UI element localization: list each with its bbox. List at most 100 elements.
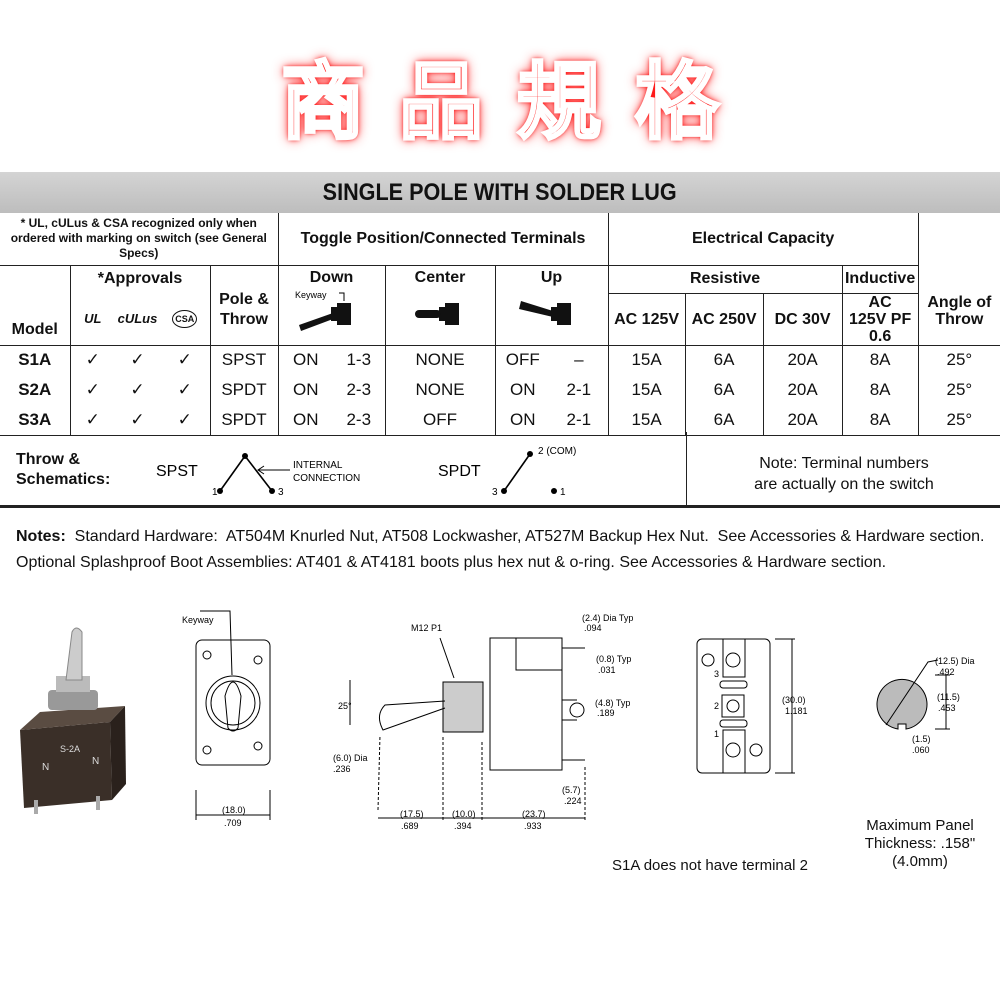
note-line-1: Notes: Standard Hardware: AT504M Knurled… <box>16 524 984 550</box>
terminal-note-text: Note: Terminal numbers are actually on t… <box>754 455 934 493</box>
dim-label: .933 <box>524 821 542 831</box>
terminal-label: 2 <box>714 701 719 711</box>
page-title: 商品規格 <box>279 52 753 153</box>
ac125-cell: 15A <box>607 375 686 405</box>
model-cell: S2A <box>18 380 52 399</box>
dc30-cell: 20A <box>762 405 843 436</box>
dim-label: .453 <box>938 703 956 713</box>
dim-label: (30.0) <box>782 695 806 705</box>
dim-label: .031 <box>598 665 616 675</box>
ac250-cell: 6A <box>684 345 764 375</box>
photo-mark: N <box>42 762 49 773</box>
up-cell: ON <box>494 405 551 436</box>
ac125-cell: 15A <box>607 345 686 375</box>
dim-label: (4.8) Typ <box>595 698 630 708</box>
ac250-header: AC 250V <box>684 293 764 346</box>
ul-logo-icon: UL <box>84 310 102 326</box>
culus-logo-icon: cULus <box>117 310 158 326</box>
model-header: Model <box>0 265 70 346</box>
center-label: Center <box>414 268 466 286</box>
up-terminals-cell: 2-1 <box>566 380 592 399</box>
down-cell: ON <box>277 345 334 375</box>
ul-check: ✓ <box>69 375 115 405</box>
angle-header: Angle of Throw <box>917 265 1000 346</box>
csa-mark-cell: CSA <box>160 293 210 346</box>
center-header: Center <box>384 265 496 346</box>
spdt-t3: 3 <box>492 487 498 498</box>
side-view-drawing <box>349 637 586 820</box>
dim-label: (0.8) Typ <box>596 654 631 664</box>
ac125-cell: 15A <box>607 405 686 436</box>
center-cell: OFF <box>384 405 496 436</box>
up-cell: ON <box>494 375 551 405</box>
section-band: SINGLE POLE WITH SOLDER LUG <box>0 172 1000 213</box>
photo-mark: S-2A <box>60 744 80 754</box>
up-cell: OFF <box>494 345 551 375</box>
pole-throw-cell: SPDT <box>209 405 279 436</box>
spdt-t1: 1 <box>560 487 566 498</box>
toggle-group-header: Toggle Position/Connected Terminals <box>277 213 609 266</box>
down-cell: ON <box>277 405 334 436</box>
dim-label: (5.7) <box>562 785 581 795</box>
dim-label: .689 <box>401 821 419 831</box>
spdt-t2: 2 (COM) <box>538 446 576 457</box>
notes: Notes: Standard Hardware: AT504M Knurled… <box>16 524 984 576</box>
s1a-note: S1A does not have terminal 2 <box>612 857 808 874</box>
thread-label: M12 P1 <box>411 623 442 633</box>
notes-label: Notes: <box>16 528 66 545</box>
center-cell: NONE <box>384 375 496 405</box>
dim-label: 1.181 <box>785 706 808 716</box>
note-line-2: Optional Splashproof Boot Assemblies: AT… <box>16 550 984 576</box>
dim-label: (17.5) <box>400 809 424 819</box>
ul-check: ✓ <box>69 345 115 375</box>
up-label: Up <box>540 268 563 286</box>
down-terminals-cell: 1-3 <box>346 350 372 370</box>
pole-throw-header: Pole & Throw <box>209 265 279 346</box>
ac250-cell: 6A <box>684 375 764 405</box>
ac250-cell: 6A <box>684 405 764 436</box>
spst-t1: 1 <box>212 487 218 498</box>
panel-thickness-note: Maximum Panel Thickness: .158" (4.0mm) <box>864 817 976 870</box>
down-header: Down Keyway <box>277 265 386 346</box>
spst-label: SPST <box>156 463 198 480</box>
connection-label: CONNECTION <box>293 473 360 484</box>
dim-label: .236 <box>333 764 351 774</box>
spdt-label: SPDT <box>438 463 481 480</box>
internal-label: INTERNAL <box>293 460 343 471</box>
down-terminals-cell: 2-3 <box>346 380 372 399</box>
keyway-label: Keyway <box>295 290 327 300</box>
inductive-cell: 8A <box>841 345 919 375</box>
down-cell: ON <box>277 375 334 405</box>
dim-label: .492 <box>937 667 955 677</box>
culus-check: ✓ <box>130 350 145 370</box>
dim-label: (6.0) Dia <box>333 753 368 763</box>
dim-label: .189 <box>597 708 615 718</box>
dim-label: (2.4) Dia Typ <box>582 613 633 623</box>
switch-photo: S-2A N N <box>20 627 126 814</box>
angle-cell: 25° <box>917 345 1000 375</box>
angle-cell: 25° <box>917 405 1000 436</box>
dim-label: .394 <box>454 821 472 831</box>
spst-t3: 3 <box>278 487 284 498</box>
section-title: SINGLE POLE WITH SOLDER LUG <box>322 179 678 206</box>
down-label: Down <box>309 268 354 286</box>
toggle-center-icon <box>415 302 460 325</box>
spst-schematic-icon <box>217 453 290 494</box>
dc30-cell: 20A <box>762 375 843 405</box>
pole-throw-cell: SPDT <box>209 375 279 405</box>
dc30-header: DC 30V <box>762 293 843 346</box>
note-text: Optional Splashproof Boot Assemblies: AT… <box>16 554 887 571</box>
dim-label: (11.5) <box>937 692 960 702</box>
ac125-header: AC 125V <box>607 293 686 346</box>
electrical-group-header: Electrical Capacity <box>607 213 919 266</box>
pole-throw-cell: SPST <box>209 345 279 375</box>
csa-check: ✓ <box>177 380 192 399</box>
spdt-schematic-icon <box>501 451 557 494</box>
csa-check: ✓ <box>160 405 210 436</box>
dim-label: .709 <box>224 818 242 828</box>
dim-label: (18.0) <box>222 805 246 815</box>
up-header: Up <box>494 265 609 346</box>
schematic-diagrams: SPST 1 3 INTERNAL CONNECTION SPDT 2 (COM… <box>156 446 576 498</box>
